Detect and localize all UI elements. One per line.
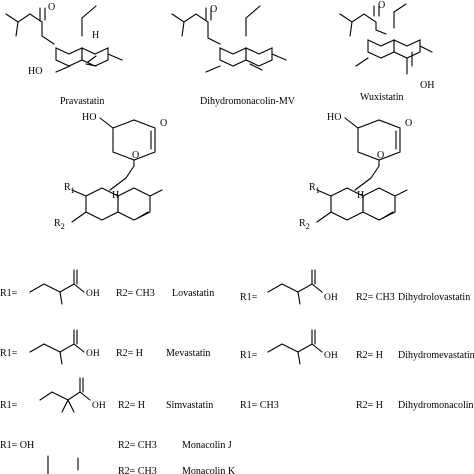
r1-prefix: R1=: [240, 350, 258, 361]
compound-name-monacolin-k: Monacolin K: [182, 466, 236, 474]
atom-h: H: [357, 190, 365, 201]
r2-label: R2: [54, 218, 65, 231]
atom-ho: HO: [82, 112, 97, 123]
pravastatin-structure: [5, 5, 123, 73]
atom-o: O: [160, 118, 168, 129]
substituent-oh: OH: [86, 349, 100, 359]
atom-o: O: [132, 150, 140, 161]
r1-value: R1= OH: [0, 440, 35, 451]
right-template-structure: [316, 117, 408, 223]
compound-name-dihydrolovastatin: Dihydrolovastatin: [398, 292, 471, 303]
atom-o: O: [377, 150, 385, 161]
atom-o: O: [48, 2, 56, 13]
atom-oh: OH: [420, 80, 435, 91]
r2-value: R2= CH3: [116, 288, 155, 299]
compound-name-lovastatin: Lovastatin: [172, 288, 215, 299]
compound-name-wuxistatin: Wuxistatin: [360, 92, 404, 103]
r2-value: R2= H: [356, 350, 384, 361]
atom-o: O: [405, 118, 413, 129]
atom-h: H: [92, 30, 100, 41]
compound-name-dihydromonacolin-l: Dihydromonacolin L: [398, 400, 474, 411]
atom-o: O: [378, 0, 386, 11]
left-table-substituents: [29, 269, 91, 474]
r2-value: R2= H: [118, 400, 146, 411]
atom-o: O: [210, 4, 218, 15]
compound-name-dihydromonacolin-mv: Dihydromonacolin-MV: [200, 96, 295, 107]
compound-name-mevastatin: Mevastatin: [166, 348, 211, 359]
compound-name-monacolin-j: Monacolin J: [182, 440, 232, 451]
substituent-oh: OH: [92, 401, 106, 411]
r1-label: R1: [64, 182, 75, 195]
r1-prefix: R1=: [0, 400, 18, 411]
right-table-substituents: [267, 269, 323, 365]
dihydromonacolin-mv-structure: [171, 5, 287, 73]
atom-ho: HO: [28, 66, 43, 77]
r1-prefix: R1=: [240, 292, 258, 303]
atom-h: H: [112, 190, 120, 201]
r2-value: R2= CH3: [118, 440, 157, 451]
wuxistatin-structure: [339, 3, 433, 75]
r2-value: R2= CH3: [356, 292, 395, 303]
r1-value: R1= CH3: [240, 400, 279, 411]
r1-prefix: R1=: [0, 348, 18, 359]
substituent-oh: OH: [86, 289, 100, 299]
compound-name-dihydromevastatin: Dihydromevastatin: [398, 350, 474, 361]
substituent-oh: OH: [324, 351, 338, 361]
compound-name-simvastatin: Simvastatin: [166, 400, 214, 411]
left-template-structure: [71, 117, 163, 223]
r2-value: R2= H: [356, 400, 384, 411]
r2-value: R2= H: [116, 348, 144, 359]
r1-prefix: R1=: [0, 288, 18, 299]
substituent-oh: OH: [324, 293, 338, 303]
r2-label: R2: [299, 218, 310, 231]
compound-name-pravastatin: Pravastatin: [60, 96, 105, 107]
r1-label: R1: [309, 182, 320, 195]
r2-value: R2= CH3: [118, 466, 157, 474]
atom-ho: HO: [327, 112, 342, 123]
